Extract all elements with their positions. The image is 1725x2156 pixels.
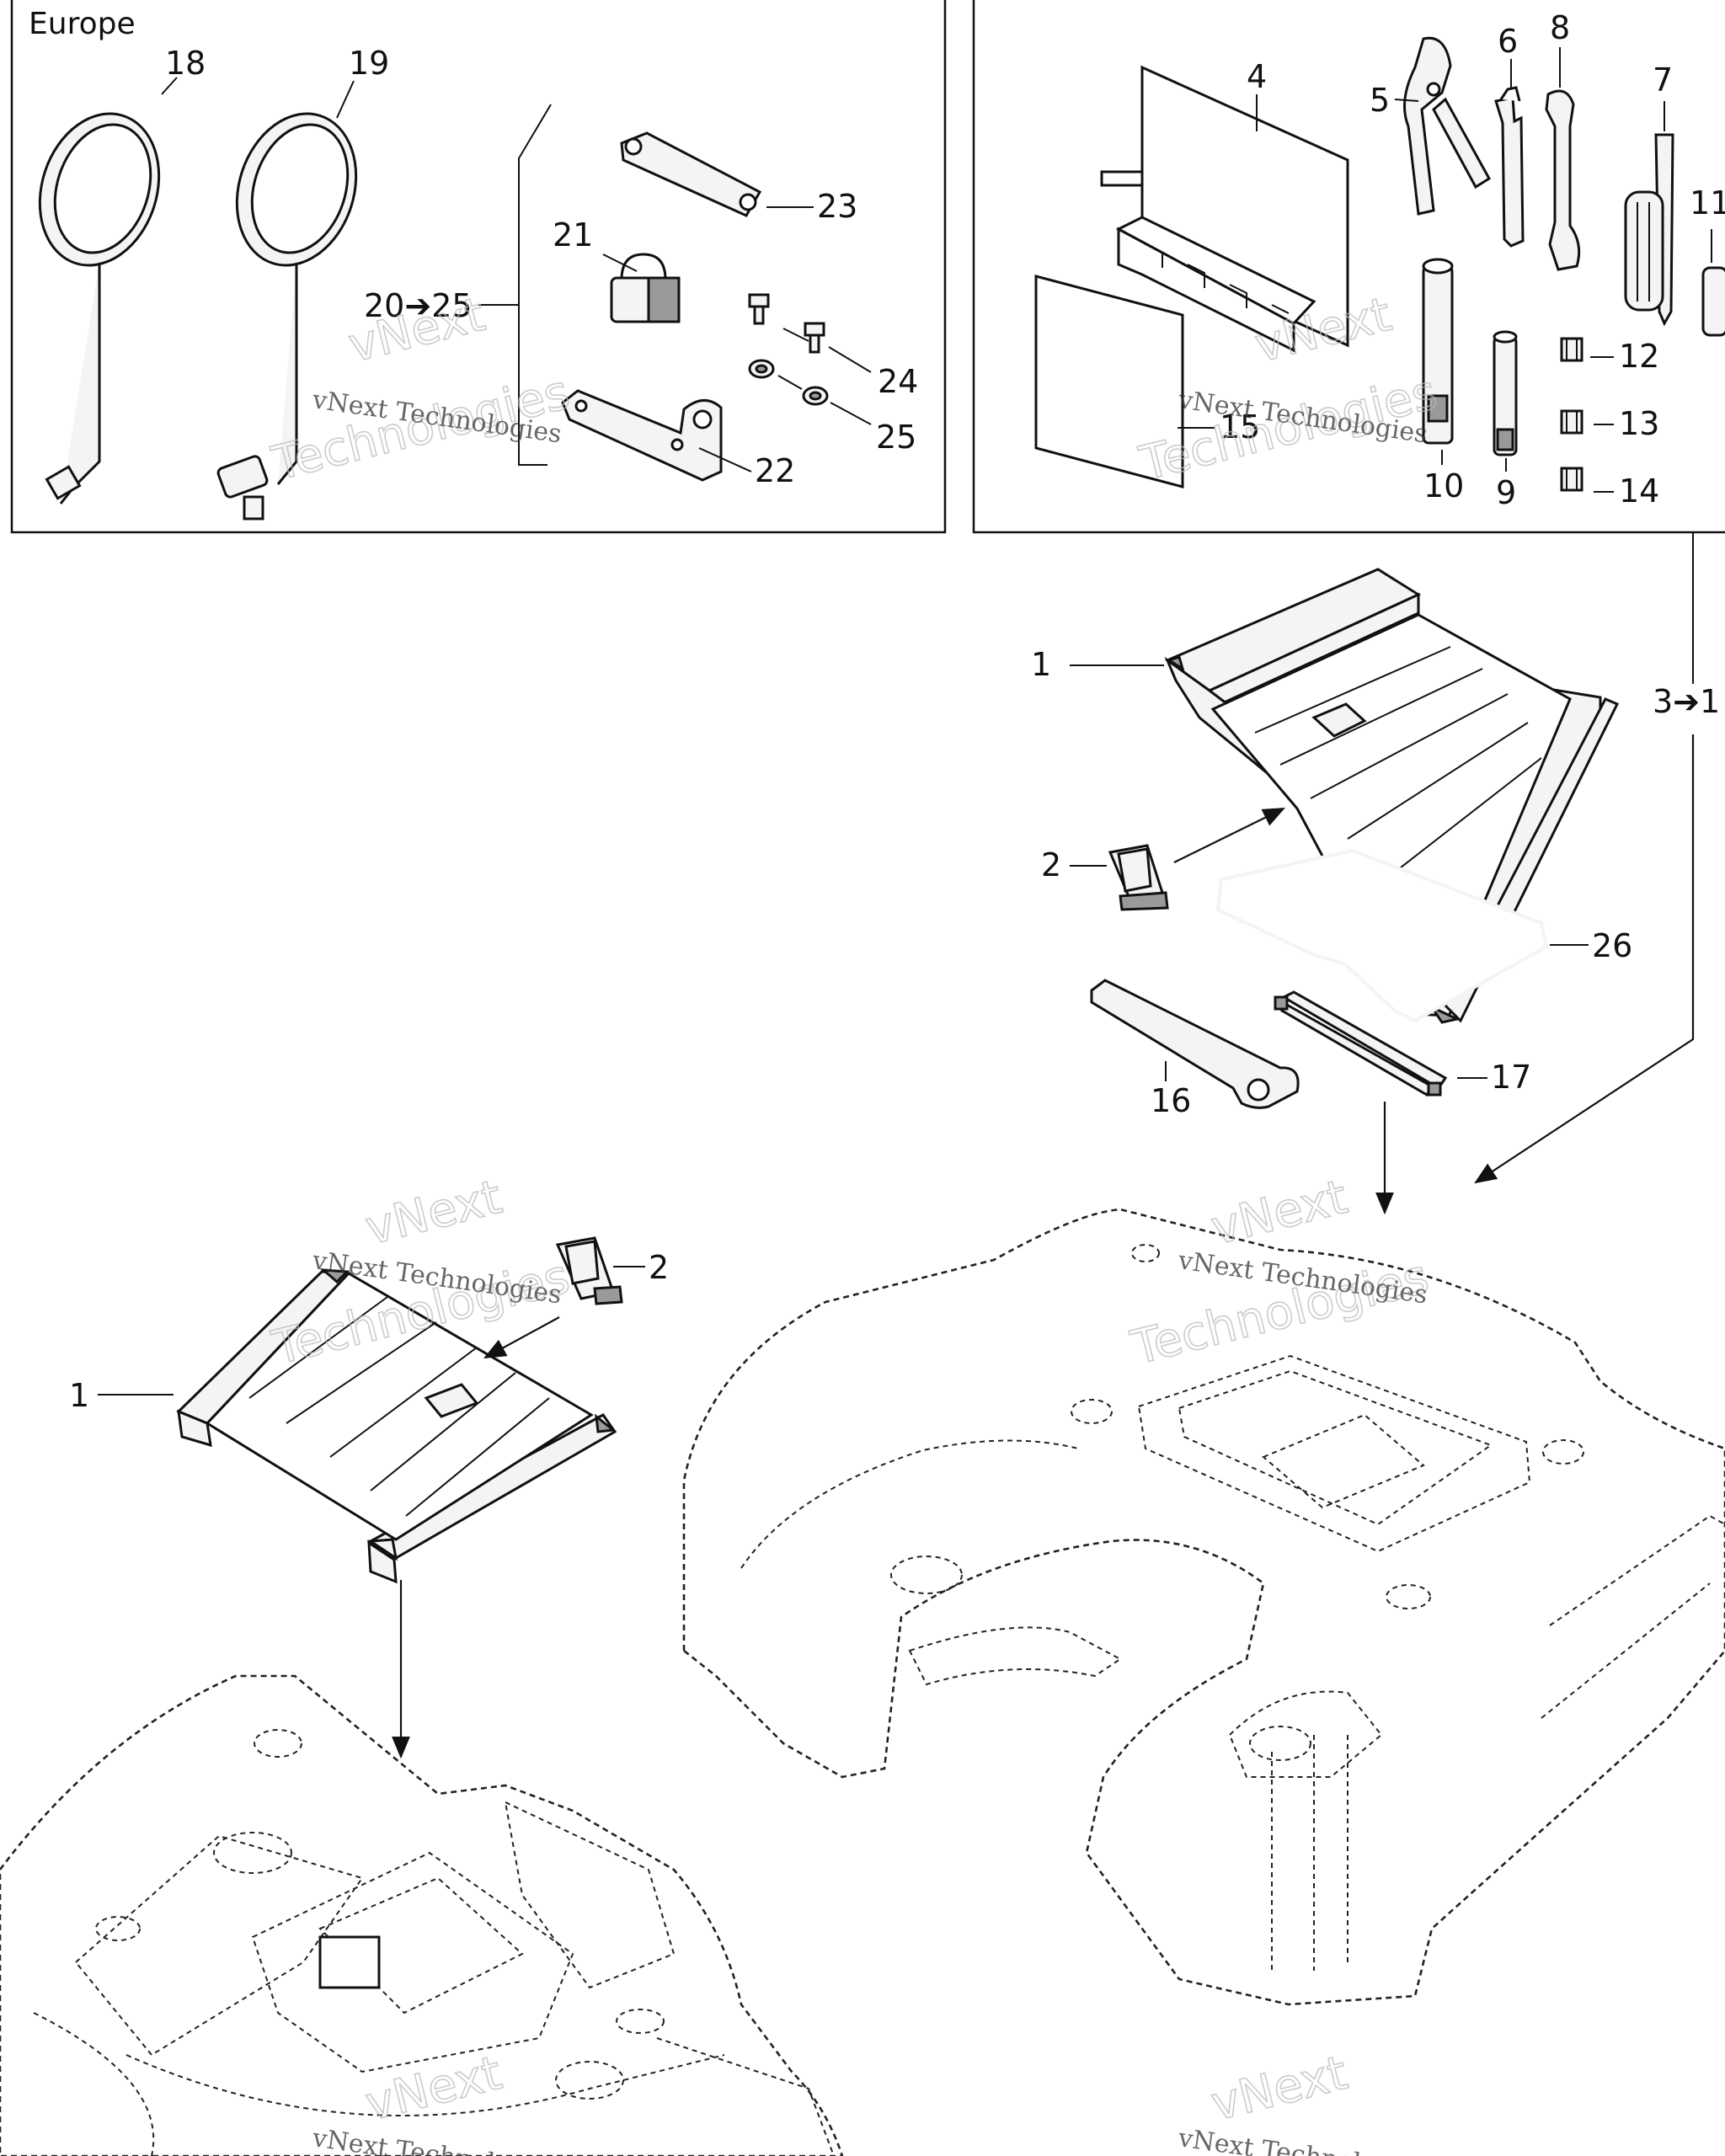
- callout-13: 13: [1619, 405, 1659, 442]
- svg-text:vNext: vNext: [1206, 1170, 1353, 1257]
- clip-2-lower: [555, 1236, 623, 1305]
- fuse-14: [1560, 467, 1583, 492]
- callout-15: 15: [1220, 408, 1260, 446]
- gasket-26: [1215, 848, 1549, 1023]
- callout-2-lower: 2: [649, 1249, 669, 1286]
- callout-11: 11: [1690, 184, 1725, 221]
- callout-10: 10: [1423, 467, 1464, 504]
- pliers-5: [1403, 36, 1492, 216]
- strap-23: [620, 131, 762, 217]
- bit-11: [1701, 266, 1725, 337]
- callout-4: 4: [1247, 58, 1267, 95]
- callout-18: 18: [165, 45, 206, 82]
- rear-body-dashed: [682, 1208, 1725, 2006]
- callout-6: 6: [1498, 23, 1518, 60]
- clip-2-upper: [1108, 844, 1169, 911]
- callout-24: 24: [878, 363, 918, 400]
- bolt-24: [748, 293, 825, 354]
- tool-bag-4: [1100, 65, 1349, 353]
- leader-3-to-1-arrow: [1474, 734, 1695, 1184]
- cargo-rack-1-lower: [176, 1268, 617, 1584]
- group-bracket-20-25: [518, 104, 552, 466]
- svg-text:vNext: vNext: [1206, 2046, 1353, 2132]
- leader-18: [161, 77, 178, 95]
- callout-9: 9: [1496, 474, 1516, 511]
- callout-7: 7: [1653, 61, 1673, 99]
- svg-text:vNext Technologies: vNext Technologies: [1176, 2123, 1429, 2156]
- watermark-6: vNext vNext Technologies: [1176, 2045, 1429, 2156]
- callout-14: 14: [1619, 472, 1659, 510]
- watermark-1: vNext Technologies vNext Technologies: [266, 286, 575, 492]
- callout-21: 21: [553, 216, 593, 253]
- callout-23: 23: [817, 188, 857, 225]
- socket-tool-9: [1493, 330, 1518, 456]
- callout-5: 5: [1370, 82, 1390, 119]
- mirror-19: [216, 112, 358, 520]
- callout-2-upper: 2: [1041, 846, 1061, 883]
- svg-text:vNext: vNext: [360, 1170, 507, 1257]
- screwdriver-7: [1624, 133, 1674, 327]
- callout-16: 16: [1151, 1082, 1191, 1119]
- wrench-8: [1545, 89, 1581, 271]
- callout-1-lower: 1: [69, 1377, 89, 1414]
- callout-8: 8: [1550, 9, 1570, 46]
- lock-21: [610, 253, 681, 323]
- fuse-13: [1560, 409, 1583, 435]
- tool-kit-inset-frame: [972, 0, 1725, 534]
- region-title-europe: Europe: [29, 7, 136, 41]
- callout-26: 26: [1592, 927, 1632, 964]
- callout-19: 19: [349, 45, 389, 82]
- fuse-12: [1560, 337, 1583, 362]
- manual-15: [1034, 275, 1184, 488]
- callout-12: 12: [1619, 338, 1659, 375]
- callout-20-to-25: 20➔25: [364, 287, 473, 324]
- callout-17: 17: [1491, 1059, 1531, 1096]
- callout-25: 25: [876, 419, 916, 456]
- europe-inset-frame: [10, 0, 947, 534]
- mirror-18: [38, 112, 161, 504]
- callout-22: 22: [755, 452, 795, 489]
- strap-17: [1274, 990, 1448, 1097]
- nut-25: [748, 359, 829, 406]
- wrench-6: [1494, 86, 1525, 248]
- front-body-dashed: [0, 1674, 844, 2156]
- callout-3-to-1: 3➔1: [1653, 683, 1720, 720]
- socket-tool-10: [1422, 258, 1454, 445]
- leader-19: [336, 80, 355, 119]
- arrow-clip-to-rack-lower: [483, 1316, 560, 1359]
- arrow-clip-to-rack-upper: [1173, 808, 1285, 863]
- spanner-16: [1090, 979, 1300, 1109]
- callout-1-upper: 1: [1031, 646, 1051, 683]
- bracket-22: [561, 389, 723, 482]
